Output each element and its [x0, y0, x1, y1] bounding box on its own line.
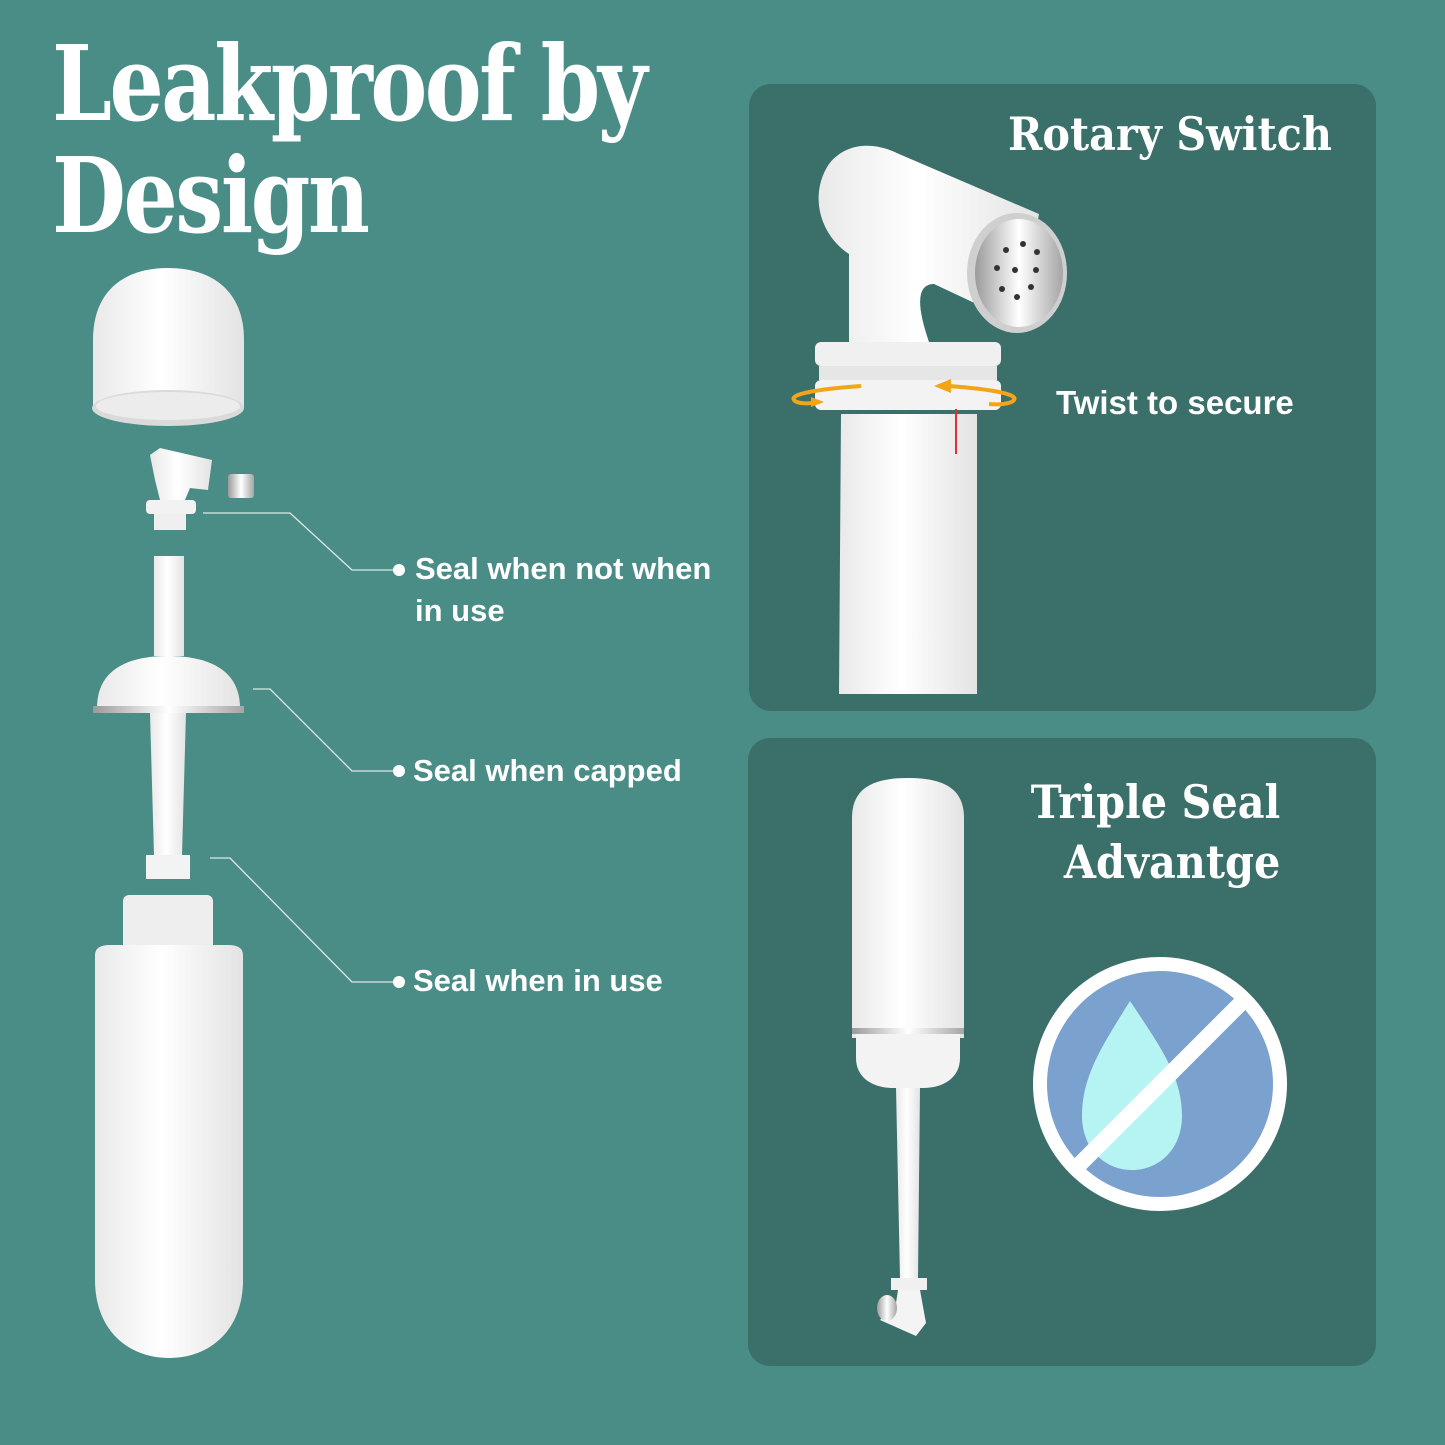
- callout-dot-2: [393, 765, 405, 777]
- callout-dot-3: [393, 976, 405, 988]
- seal-collar: [93, 656, 244, 879]
- assembled-product-illustration: [852, 778, 964, 1336]
- title-line-1: Leakproof by: [52, 22, 647, 145]
- callout-lines: [203, 512, 398, 983]
- rotary-switch-title: Rotary Switch: [1008, 107, 1332, 161]
- nozzle-elbow: [146, 448, 254, 530]
- twist-arrows-icon: [791, 384, 1017, 407]
- triple-seal-title: Triple Seal Advantge: [1030, 775, 1280, 889]
- dome-cap: [92, 268, 244, 426]
- bottle: [95, 895, 243, 1358]
- callout-label-1: Seal when not when in use: [415, 551, 712, 628]
- twist-to-secure-label: Twist to secure: [1056, 384, 1294, 421]
- no-water-icon: [1033, 957, 1287, 1211]
- page-title: Leakproof by Design: [52, 22, 647, 257]
- title-line-2: Design: [52, 134, 370, 257]
- callout-label-3: Seal when in use: [413, 963, 663, 998]
- rotary-switch-panel: Rotary Switch Twist to secure: [749, 84, 1376, 711]
- exploded-product-illustration: [92, 268, 398, 1358]
- rotary-nozzle-illustration: [791, 145, 1067, 694]
- nozzle-tube: [154, 556, 184, 656]
- callout-dot-1: [393, 564, 405, 576]
- triple-seal-panel: Triple Seal Advantge: [748, 738, 1376, 1366]
- callout-label-2: Seal when capped: [413, 753, 682, 788]
